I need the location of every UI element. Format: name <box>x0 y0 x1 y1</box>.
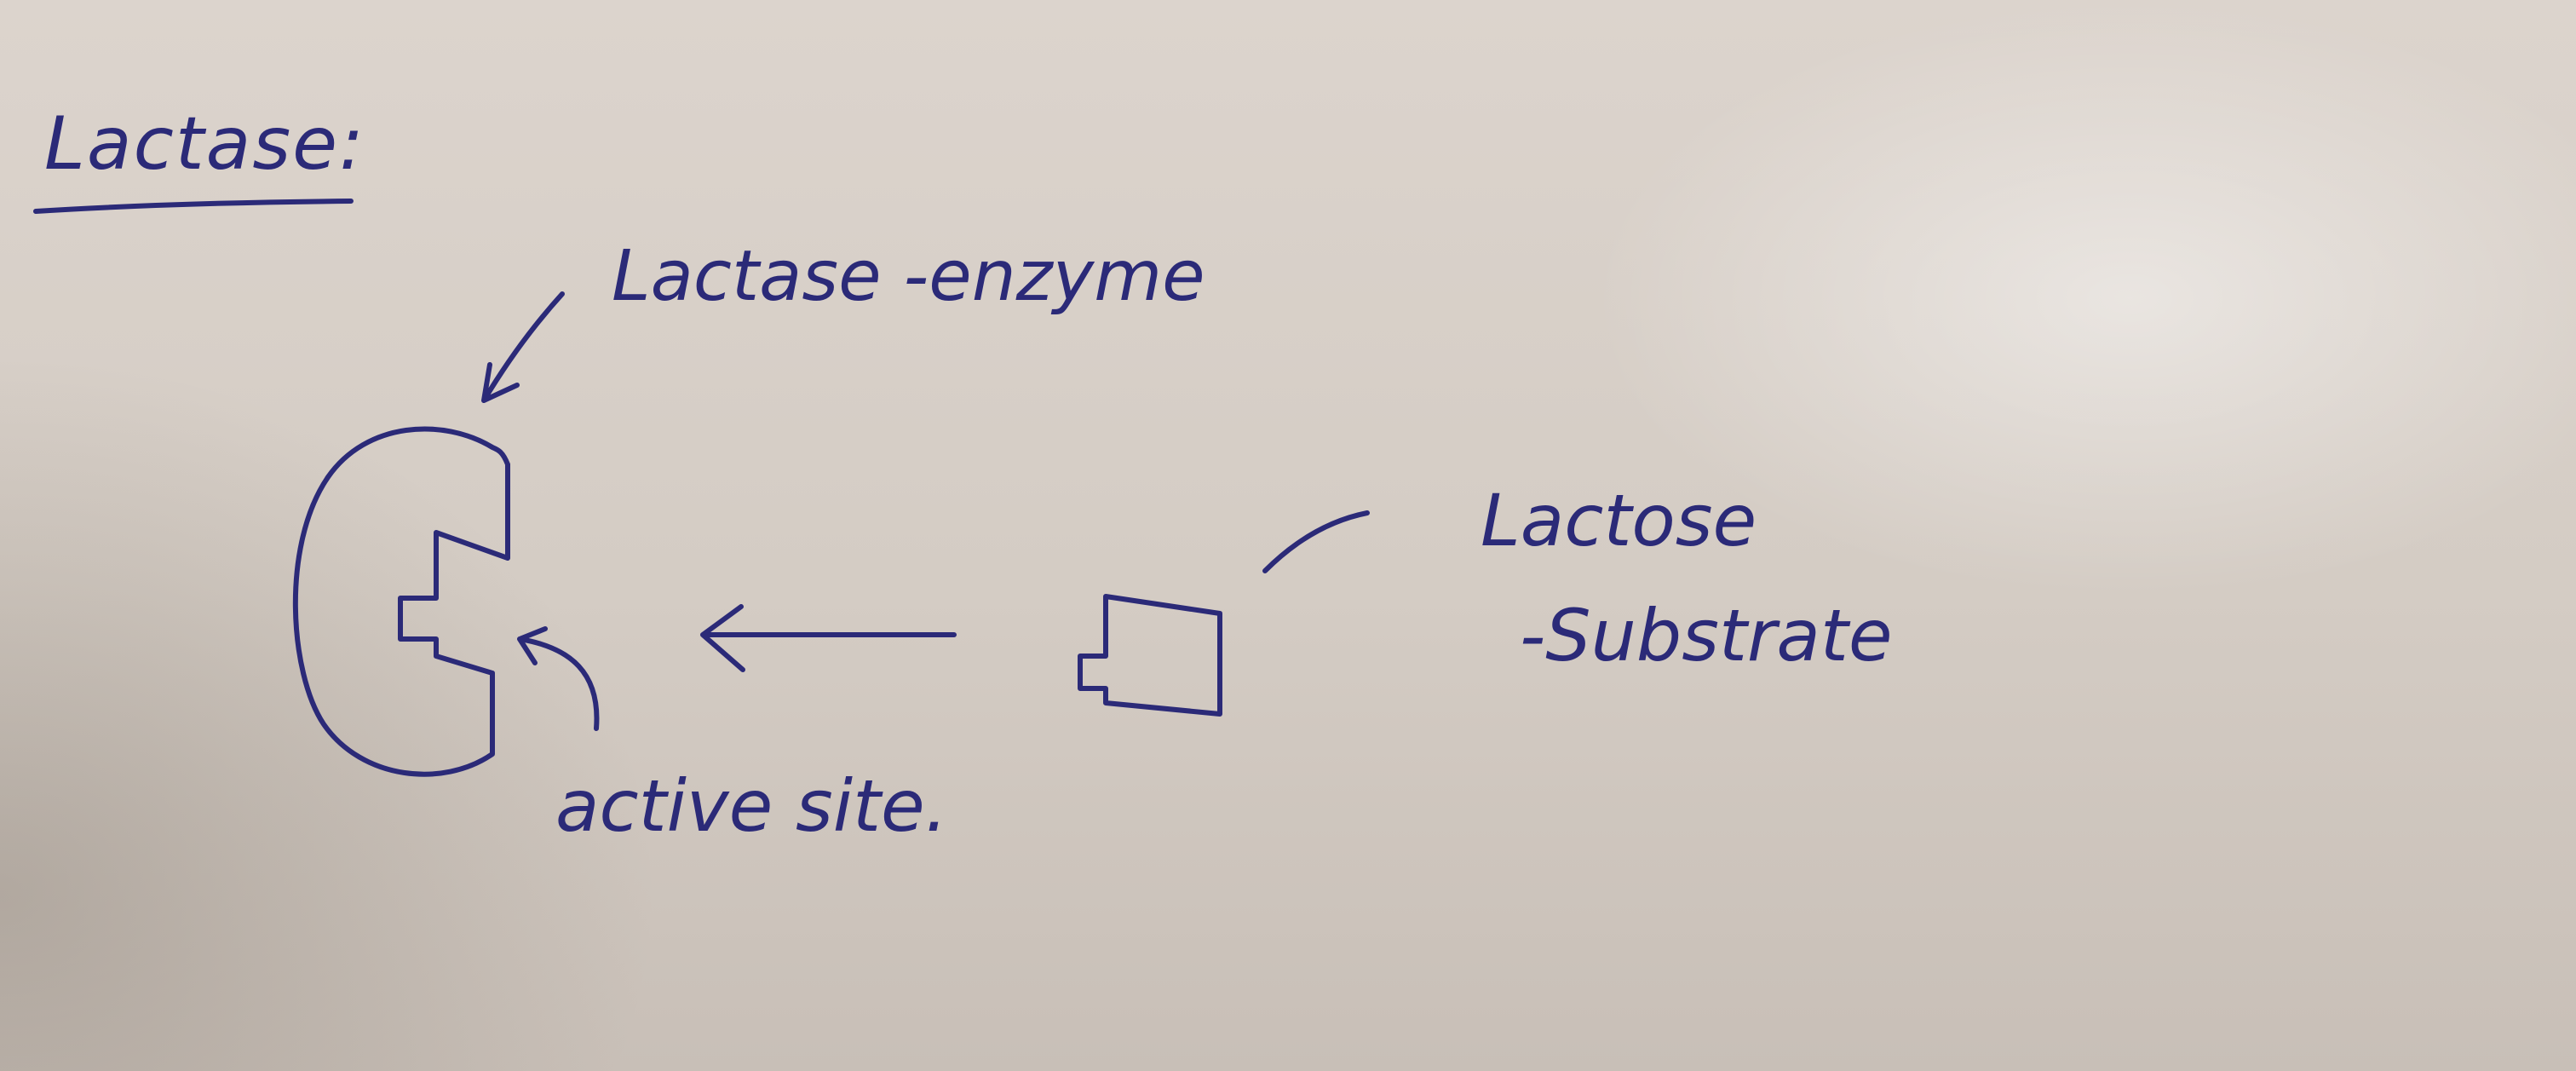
active-site-label: active site. <box>555 764 947 848</box>
lactose-substrate-shape <box>1078 594 1222 717</box>
title-underline <box>33 199 354 214</box>
substrate-connector-line <box>1262 510 1370 573</box>
substrate-label-line2: -Substrate <box>1520 594 1893 677</box>
substrate-label-line1: Lactose <box>1481 479 1757 562</box>
enzyme-label: Lactase -enzyme <box>612 236 1205 317</box>
active-site-arrow <box>517 626 600 731</box>
lactase-enzyme-shape <box>292 426 510 777</box>
diagram-title: Lactase: <box>44 101 365 187</box>
enzyme-pointer-arrow <box>481 291 565 403</box>
binding-arrow <box>700 604 957 672</box>
